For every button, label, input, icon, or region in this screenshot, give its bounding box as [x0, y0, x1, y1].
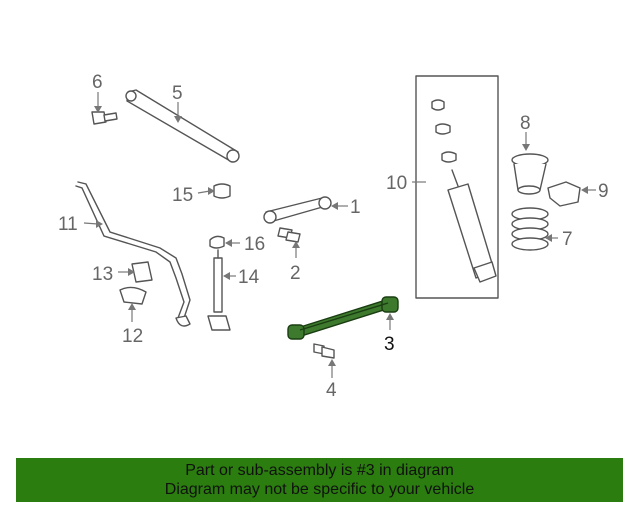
- part-15-bushing[interactable]: [213, 183, 231, 199]
- callout-5[interactable]: 5: [172, 83, 183, 104]
- callout-8[interactable]: 8: [520, 113, 531, 134]
- callout-labels: 6 5 15 1 2 11 16 14 13 12 3 4 10 8 9 7: [58, 72, 609, 401]
- info-banner: Part or sub-assembly is #3 in diagram Di…: [16, 458, 623, 502]
- callout-2[interactable]: 2: [290, 263, 301, 284]
- leader-lines: [83, 92, 596, 378]
- callout-12[interactable]: 12: [122, 326, 143, 347]
- part-4-bolt[interactable]: [313, 343, 335, 359]
- callout-3[interactable]: 3: [384, 334, 395, 355]
- banner-line-1: Part or sub-assembly is #3 in diagram: [185, 462, 454, 479]
- callout-14[interactable]: 14: [238, 267, 260, 288]
- part-14-stabilizer-link[interactable]: [207, 249, 231, 331]
- part-12-bracket[interactable]: [119, 286, 147, 305]
- callout-15[interactable]: 15: [172, 185, 193, 206]
- callout-16[interactable]: 16: [244, 234, 265, 255]
- callout-6[interactable]: 6: [92, 72, 103, 93]
- part-9-bump-stop[interactable]: [547, 181, 581, 207]
- part-10-shock-absorber[interactable]: [415, 75, 499, 299]
- callout-1[interactable]: 1: [350, 197, 361, 218]
- part-13-bushing[interactable]: [131, 261, 153, 283]
- part-1-lateral-arm[interactable]: [263, 196, 332, 224]
- part-6-bolt[interactable]: [91, 111, 118, 125]
- callout-10[interactable]: 10: [386, 173, 407, 194]
- part-8-spring-seat[interactable]: [511, 153, 549, 195]
- callout-4[interactable]: 4: [326, 380, 337, 401]
- callout-13[interactable]: 13: [92, 264, 113, 285]
- callout-7[interactable]: 7: [562, 229, 573, 250]
- part-3-lateral-rod[interactable]: [287, 296, 399, 340]
- callout-9[interactable]: 9: [598, 181, 609, 202]
- part-2-bolt[interactable]: [277, 227, 301, 243]
- part-16-bushing[interactable]: [209, 235, 225, 249]
- banner-line-2: Diagram may not be specific to your vehi…: [164, 481, 475, 498]
- part-11-stabilizer-bar[interactable]: [75, 181, 191, 327]
- part-5-control-arm[interactable]: [125, 89, 240, 163]
- callout-11[interactable]: 11: [58, 214, 78, 235]
- part-7-coil-spring[interactable]: [511, 207, 549, 251]
